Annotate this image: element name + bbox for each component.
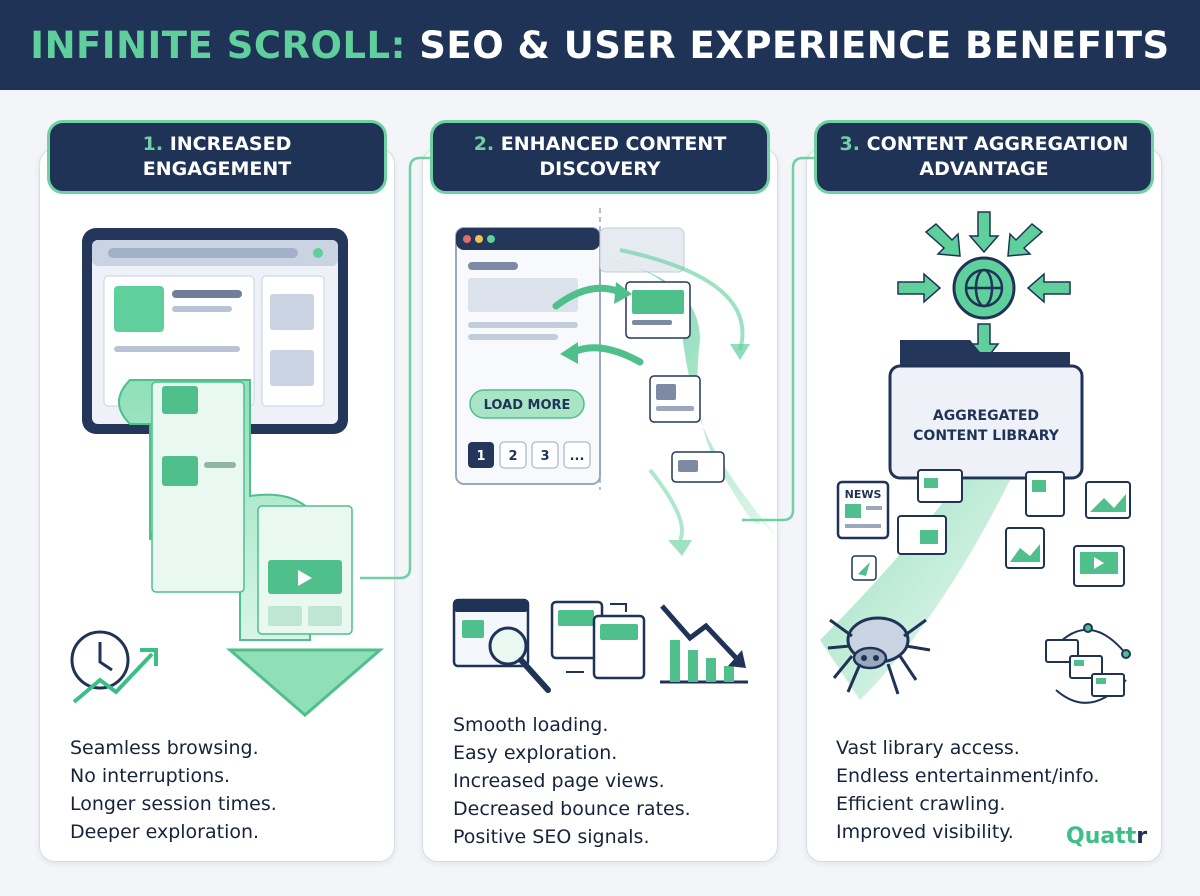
benefit-item: Deeper exploration. xyxy=(70,821,260,843)
heading-line2: ADVANTAGE xyxy=(919,158,1049,180)
declining-chart-icon xyxy=(660,604,748,684)
benefit-item: Improved visibility. xyxy=(836,821,1014,843)
benefit-list-discovery: Smooth loading. Easy exploration. Increa… xyxy=(453,711,691,851)
article-card-icon xyxy=(897,469,1065,555)
heading-line1: INCREASED xyxy=(169,133,292,155)
library-label-line1: AGGREGATED xyxy=(933,408,1039,424)
swap-arrows-icon xyxy=(552,282,644,366)
down-arrow-icon xyxy=(225,648,385,717)
benefit-item: Decreased bounce rates. xyxy=(453,798,691,820)
title-bar: INFINITE SCROLL: SEO & USER EXPERIENCE B… xyxy=(0,0,1200,90)
benefit-item: Longer session times. xyxy=(70,793,277,815)
panel-heading-engagement: 1. INCREASED ENGAGEMENT xyxy=(47,120,387,194)
panel-heading-aggregation: 3. CONTENT AGGREGATION ADVANTAGE xyxy=(814,120,1154,194)
title-accent: INFINITE SCROLL: xyxy=(30,23,406,67)
globe-icon xyxy=(952,256,1016,320)
pagination: 1 2 3 ... xyxy=(468,441,591,469)
heading-line1: ENHANCED CONTENT xyxy=(500,133,727,155)
title-rest: SEO & USER EXPERIENCE BENEFITS xyxy=(405,23,1170,67)
load-more-label: LOAD MORE xyxy=(484,398,571,413)
benefit-item: No interruptions. xyxy=(70,765,231,787)
benefit-item: Endless entertainment/info. xyxy=(836,765,1100,787)
connector-line-1 xyxy=(360,156,434,580)
benefit-item: Easy exploration. xyxy=(453,742,618,764)
news-label: NEWS xyxy=(845,488,882,501)
benefit-item: Efficient crawling. xyxy=(836,793,1006,815)
logo-text: Quatt xyxy=(1066,824,1137,849)
video-icon xyxy=(1073,545,1125,587)
heading-line2: DISCOVERY xyxy=(539,158,661,180)
benefit-item: Positive SEO signals. xyxy=(453,826,650,848)
swap-pages-icon xyxy=(550,600,646,680)
page-button[interactable] xyxy=(531,441,559,469)
clock-growth-icon xyxy=(70,630,158,704)
inbound-arrows xyxy=(897,211,1071,364)
panel-number: 2. xyxy=(473,133,495,155)
page-label: 2 xyxy=(508,449,517,464)
page-button[interactable] xyxy=(468,442,494,468)
page-label: ... xyxy=(570,449,585,464)
benefit-item: Seamless browsing. xyxy=(70,737,259,759)
send-icon xyxy=(851,555,877,581)
infinite-feed xyxy=(599,227,780,556)
benefit-list-engagement: Seamless browsing. No interruptions. Lon… xyxy=(70,734,277,846)
library-label-line2: CONTENT LIBRARY xyxy=(913,428,1060,444)
connector-line-2 xyxy=(742,156,818,522)
logo-text-end: r xyxy=(1136,824,1148,849)
image-icon xyxy=(1005,481,1131,569)
page-button[interactable] xyxy=(499,441,527,469)
news-icon: NEWS xyxy=(836,480,890,540)
benefit-item: Increased page views. xyxy=(453,770,665,792)
benefit-item: Vast library access. xyxy=(836,737,1020,759)
panel-number: 1. xyxy=(142,133,164,155)
scrolling-page-icon xyxy=(118,379,353,641)
spider-icon xyxy=(827,616,931,695)
benefit-list-aggregation: Vast library access. Endless entertainme… xyxy=(836,734,1099,846)
load-more-button[interactable] xyxy=(469,389,585,419)
page-label: 3 xyxy=(540,449,549,464)
page-button[interactable] xyxy=(563,441,591,469)
heading-line1: CONTENT AGGREGATION xyxy=(866,133,1129,155)
panel-number: 3. xyxy=(839,133,860,155)
magnifier-icon xyxy=(452,598,551,693)
folder-icon: AGGREGATED CONTENT LIBRARY xyxy=(888,340,1084,480)
browser-window-icon: LOAD MORE xyxy=(455,227,601,485)
quattr-logo: Quattr xyxy=(1066,824,1147,849)
heading-line2: ENGAGEMENT xyxy=(142,158,292,180)
network-icon xyxy=(1045,623,1131,704)
browser-window-icon xyxy=(82,228,348,434)
page-title: INFINITE SCROLL: SEO & USER EXPERIENCE B… xyxy=(30,24,1169,67)
benefit-item: Smooth loading. xyxy=(453,714,609,736)
page-label: 1 xyxy=(476,449,485,464)
panel-heading-discovery: 2. ENHANCED CONTENT DISCOVERY xyxy=(430,120,770,194)
